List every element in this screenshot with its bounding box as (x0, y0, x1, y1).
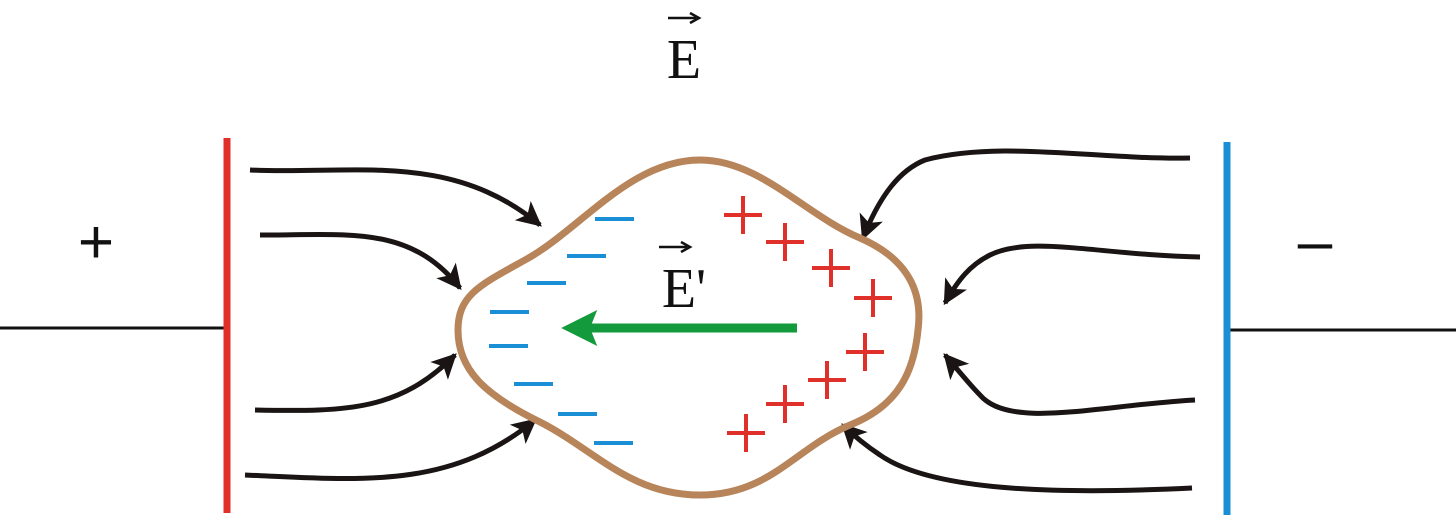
positive-charge (766, 223, 804, 261)
negative-plate-label: – (1298, 207, 1333, 276)
induced-field-label: E' (659, 240, 706, 320)
positive-charge (727, 414, 765, 452)
induced-field-symbol: E' (662, 258, 706, 320)
vector-arrow-icon (659, 240, 693, 254)
field-line-left-1 (249, 167, 542, 227)
conductor-body (454, 156, 923, 499)
field-line-left-3 (254, 353, 457, 413)
positive-charges (724, 196, 892, 452)
vector-arrow-icon (668, 11, 702, 25)
positive-charge (808, 361, 846, 399)
field-line-right-4 (841, 423, 1193, 494)
field-line-left-4 (244, 418, 537, 482)
field-line-right-2 (942, 243, 1201, 306)
external-field-symbol: E (667, 29, 701, 91)
field-line-left-2 (259, 231, 462, 290)
positive-charge (724, 196, 762, 234)
positive-charge (766, 385, 804, 423)
positive-plate-label: + (78, 208, 114, 277)
external-field-label: E (667, 11, 702, 91)
negative-charges (489, 217, 634, 445)
field-line-right-3 (943, 353, 1196, 416)
positive-charge (846, 333, 884, 371)
positive-charge (812, 249, 850, 287)
positive-charge (854, 279, 892, 317)
field-line-right-1 (859, 148, 1191, 241)
